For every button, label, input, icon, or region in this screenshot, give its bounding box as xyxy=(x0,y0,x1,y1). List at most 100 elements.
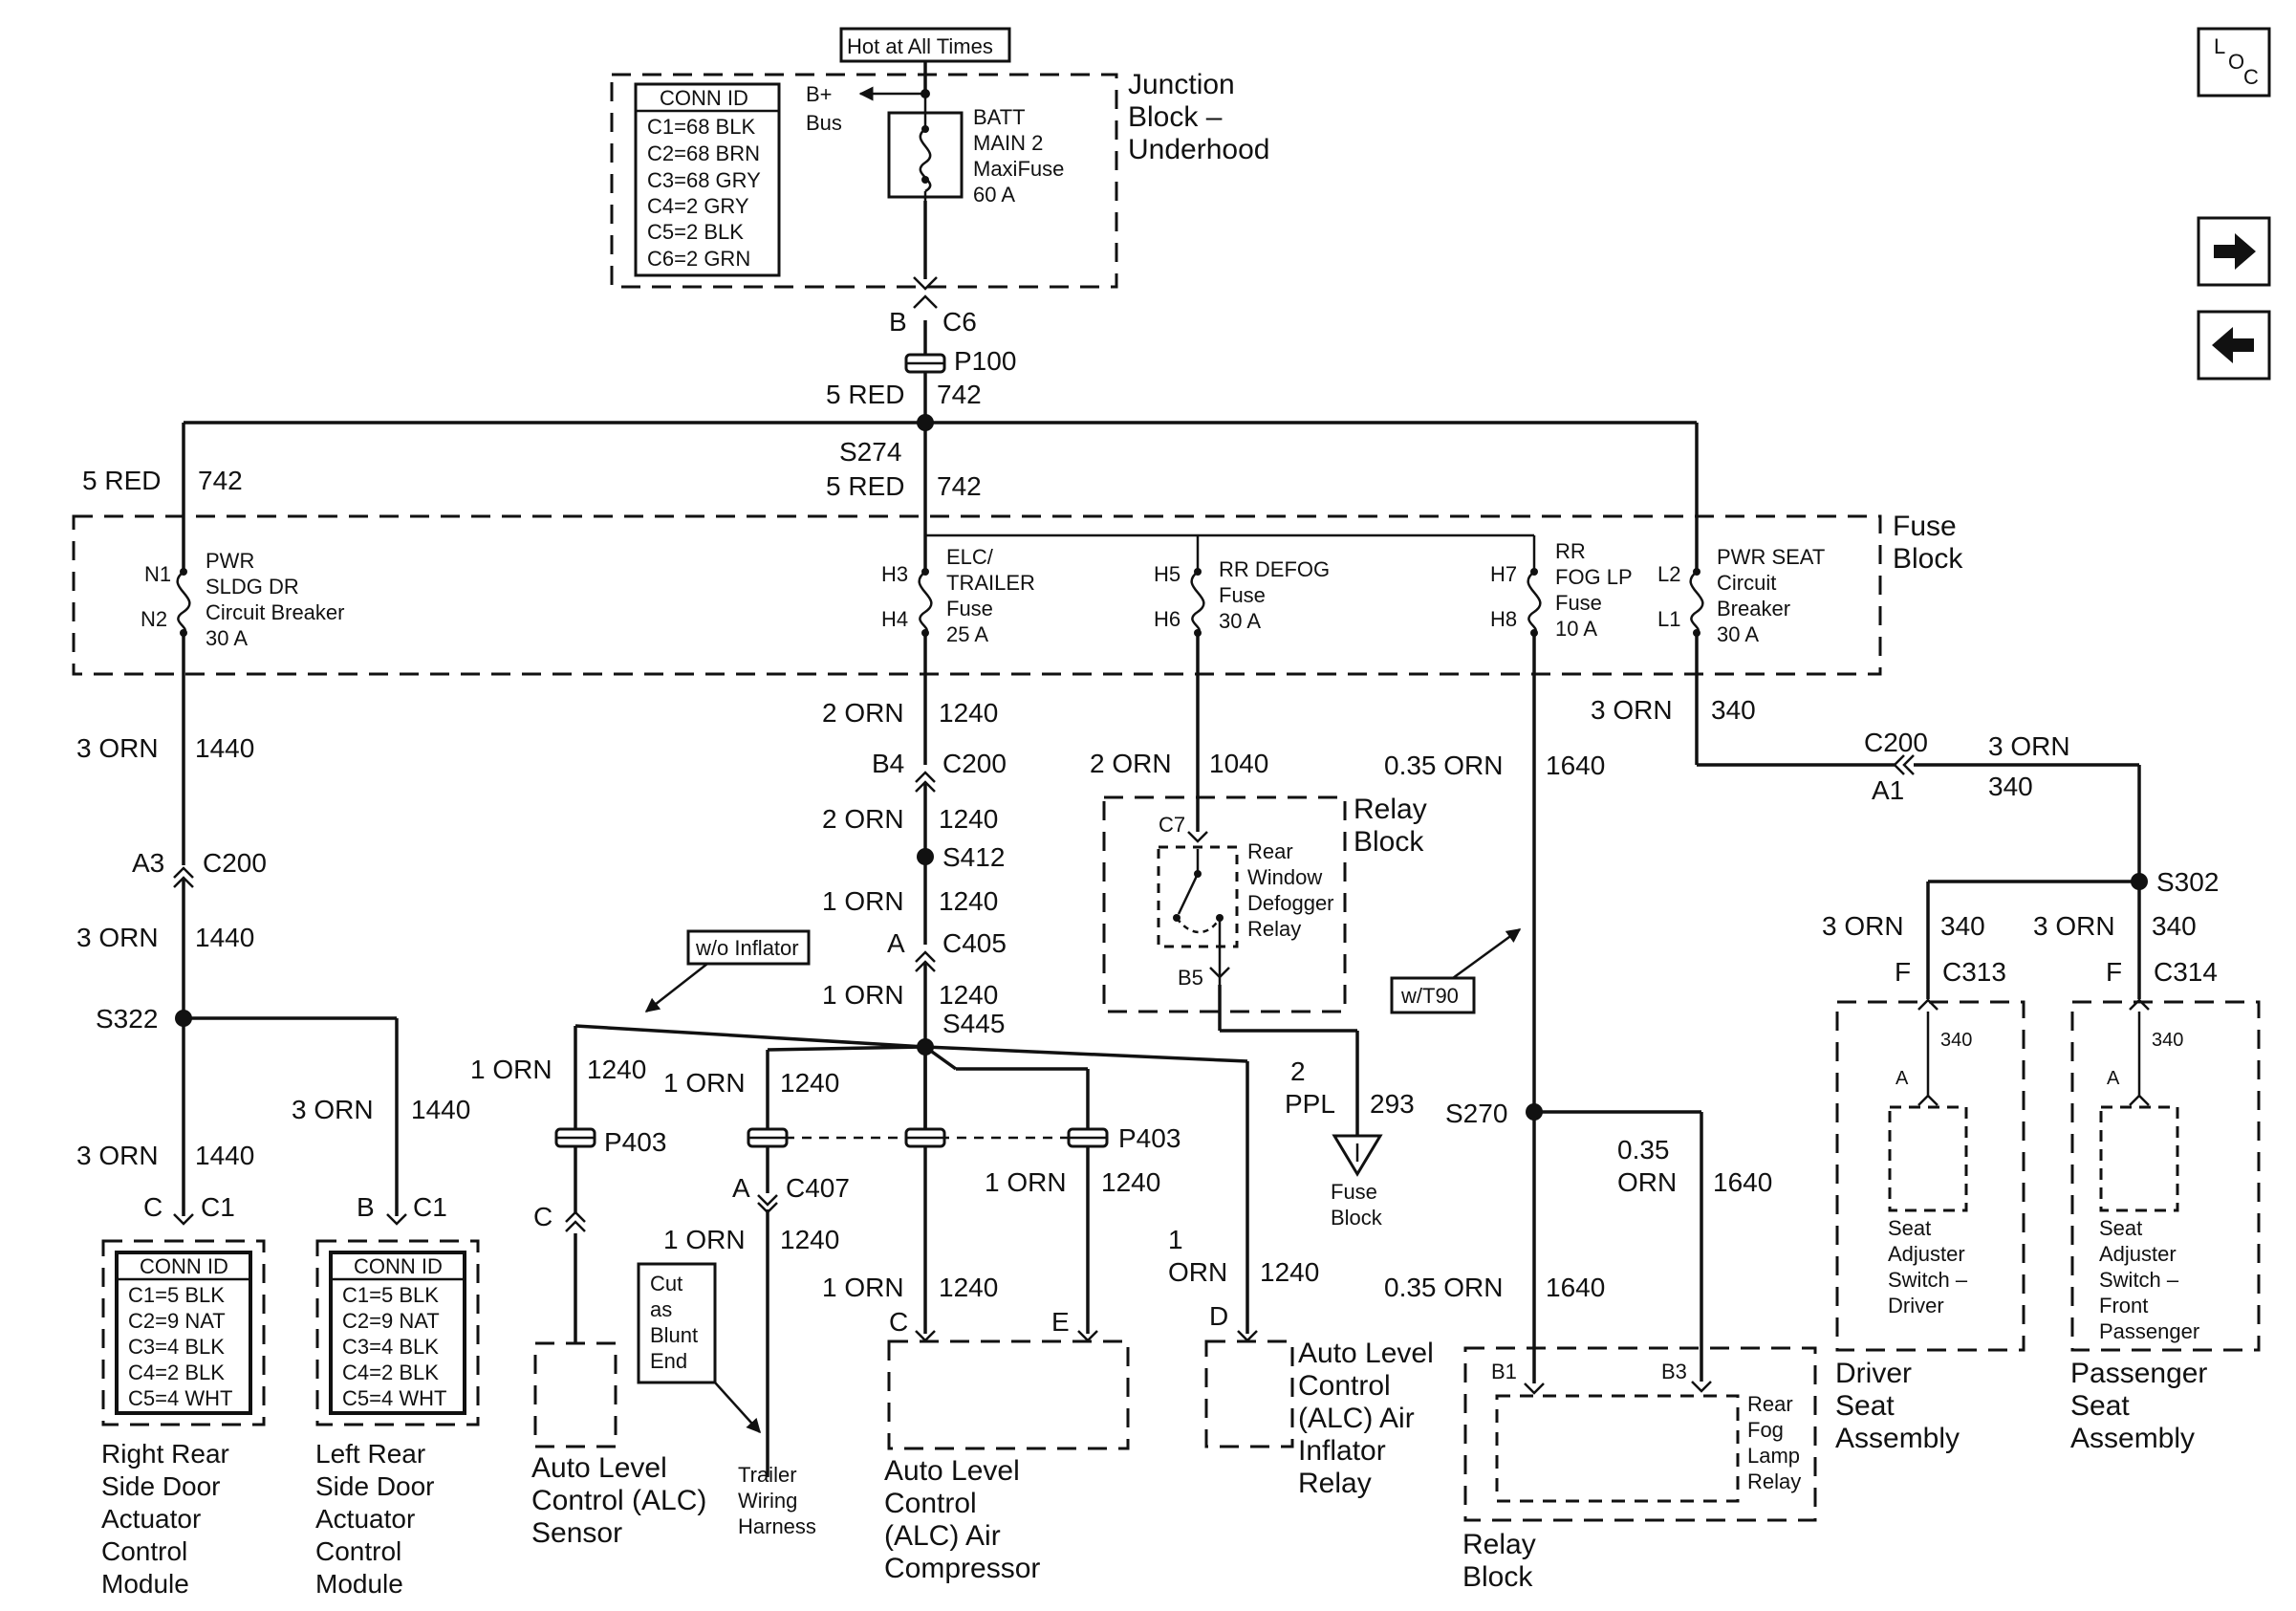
wire-2orn-defog: 2 ORN xyxy=(1090,749,1172,778)
wire-5red-top: 5 RED xyxy=(826,380,904,409)
svg-text:C5=4 WHT: C5=4 WHT xyxy=(342,1386,446,1410)
svg-text:Seat: Seat xyxy=(1888,1216,1931,1240)
svg-text:Auto Level: Auto Level xyxy=(1298,1338,1434,1369)
svg-text:Block: Block xyxy=(1354,826,1424,858)
right-rear-module-name: Right Rear Side Door Actuator Control Mo… xyxy=(101,1439,229,1599)
splice-s445 xyxy=(917,1038,934,1056)
circuit-1640-a: 1640 xyxy=(1546,751,1605,780)
loc-button[interactable]: L O C xyxy=(2197,27,2271,98)
svg-text:Module: Module xyxy=(315,1569,403,1599)
c313-label: C313 xyxy=(1942,957,2006,987)
c1-connector-left-module-icon xyxy=(386,1213,407,1226)
wo-inflator-text: w/o Inflator xyxy=(695,936,799,960)
svg-text:Relay: Relay xyxy=(1247,917,1301,941)
back-arrow-button[interactable] xyxy=(2197,310,2271,381)
svg-text:Trailer: Trailer xyxy=(738,1463,797,1487)
svg-text:FOG LP: FOG LP xyxy=(1555,565,1633,589)
svg-text:L2: L2 xyxy=(1657,562,1680,586)
circuit-340-c: 340 xyxy=(1940,911,1985,941)
circuit-340-a: 340 xyxy=(1711,695,1756,725)
defogger-relay-name: Rear Window Defogger Relay xyxy=(1247,839,1334,941)
svg-text:Seat: Seat xyxy=(2099,1216,2142,1240)
svg-text:C4=2 GRY: C4=2 GRY xyxy=(647,194,749,218)
fuse-elc-trailer-icon xyxy=(918,568,933,637)
svg-text:C4=2 BLK: C4=2 BLK xyxy=(128,1361,225,1384)
svg-text:N2: N2 xyxy=(141,607,167,631)
svg-text:Circuit Breaker: Circuit Breaker xyxy=(206,600,344,624)
svg-text:Module: Module xyxy=(101,1569,189,1599)
p403-inline-connectors xyxy=(554,1127,1109,1148)
svg-text:30 A: 30 A xyxy=(1717,622,1759,646)
alc-sensor xyxy=(533,1341,617,1448)
svg-text:PWR: PWR xyxy=(206,549,254,573)
pin-a-c405: A xyxy=(887,928,905,958)
svg-text:Sensor: Sensor xyxy=(531,1517,622,1549)
pin-a-c407: A xyxy=(732,1173,750,1203)
wire-1orn-trailer: 1 ORN xyxy=(663,1068,746,1098)
driver-pin-a: A xyxy=(1895,1068,1909,1089)
wire-3orn-left-b: 3 ORN xyxy=(76,923,159,952)
svg-text:RR DEFOG: RR DEFOG xyxy=(1219,557,1330,581)
svg-text:L1: L1 xyxy=(1657,607,1680,631)
svg-text:10 A: 10 A xyxy=(1555,617,1597,641)
svg-text:Lamp: Lamp xyxy=(1747,1444,1800,1468)
svg-text:Driver: Driver xyxy=(1888,1294,1944,1317)
relay-block-fog xyxy=(1463,1346,1817,1522)
c407-label: C407 xyxy=(786,1173,850,1203)
wire-2orn-center-b: 2 ORN xyxy=(822,804,904,834)
svg-text:C4=2 BLK: C4=2 BLK xyxy=(342,1361,439,1384)
svg-text:C1=5 BLK: C1=5 BLK xyxy=(128,1283,225,1307)
relay-block-name-defog: Relay xyxy=(1354,794,1427,825)
svg-text:Fog: Fog xyxy=(1747,1418,1784,1442)
c6-connector-icon xyxy=(913,276,938,291)
pwr-sldg-dr-circuit-breaker: N1 N2 PWR SLDG DR Circuit Breaker 30 A xyxy=(141,549,344,650)
s322-label: S322 xyxy=(96,1004,158,1034)
forward-arrow-button[interactable] xyxy=(2197,216,2271,287)
wire-orn-b: ORN xyxy=(1617,1167,1677,1197)
pin-d-inflator: D xyxy=(1209,1301,1228,1331)
fuse-block xyxy=(72,514,1882,676)
c1-right-module: C1 xyxy=(201,1192,235,1222)
fuse-block-ground-name: Fuse xyxy=(1331,1180,1377,1204)
c200-center: C200 xyxy=(942,749,1007,778)
circuit-1240-i: 1240 xyxy=(939,1273,998,1302)
svg-text:Auto Level: Auto Level xyxy=(531,1452,667,1484)
c200-connector-seat-icon xyxy=(1893,754,1905,775)
svg-text:End: End xyxy=(650,1349,687,1373)
svg-text:N1: N1 xyxy=(144,562,171,586)
svg-text:30 A: 30 A xyxy=(206,626,248,650)
wire-ppl: PPL xyxy=(1285,1089,1335,1119)
rear-fog-lamp-relay xyxy=(1495,1394,1740,1503)
circuit-340-b: 340 xyxy=(1988,772,2033,801)
svg-text:Adjuster: Adjuster xyxy=(1888,1242,1965,1266)
svg-text:H3: H3 xyxy=(881,562,908,586)
svg-text:30 A: 30 A xyxy=(1219,609,1261,633)
bus-label: Bus xyxy=(806,111,842,135)
junction-block-underhood xyxy=(610,73,1118,289)
svg-text:RR: RR xyxy=(1555,539,1586,563)
svg-text:Assembly: Assembly xyxy=(1835,1423,1960,1454)
svg-text:Circuit: Circuit xyxy=(1717,571,1776,595)
svg-text:C: C xyxy=(2243,65,2259,89)
svg-text:Fuse: Fuse xyxy=(946,597,993,620)
driver-seat-adjuster-switch xyxy=(1888,1105,1968,1212)
svg-text:Actuator: Actuator xyxy=(315,1504,415,1534)
c7-connector-icon xyxy=(1187,831,1208,843)
rr-defog-fuse: H5 H6 RR DEFOG Fuse 30 A xyxy=(1154,557,1330,633)
passenger-circuit-340: 340 xyxy=(2152,1030,2183,1051)
svg-text:C2=9 NAT: C2=9 NAT xyxy=(342,1309,440,1333)
circuit-293: 293 xyxy=(1370,1089,1415,1119)
svg-text:Front: Front xyxy=(2099,1294,2148,1317)
rear-window-defogger-relay xyxy=(1157,845,1239,948)
c407-connector-icon xyxy=(757,1194,778,1207)
svg-text:BATT: BATT xyxy=(973,105,1026,129)
alc-air-compressor xyxy=(887,1339,1130,1450)
svg-text:Actuator: Actuator xyxy=(101,1504,201,1534)
svg-text:Relay: Relay xyxy=(1747,1469,1801,1493)
svg-text:Control (ALC): Control (ALC) xyxy=(531,1485,706,1516)
svg-text:C3=4 BLK: C3=4 BLK xyxy=(128,1335,225,1359)
alc-inflator-name: Auto Level Control (ALC) Air Inflator Re… xyxy=(1298,1338,1434,1499)
wire-3orn-seat-b: 3 ORN xyxy=(1988,731,2070,761)
circuit-1440-a: 1440 xyxy=(195,733,254,763)
svg-text:Side Door: Side Door xyxy=(315,1471,435,1501)
